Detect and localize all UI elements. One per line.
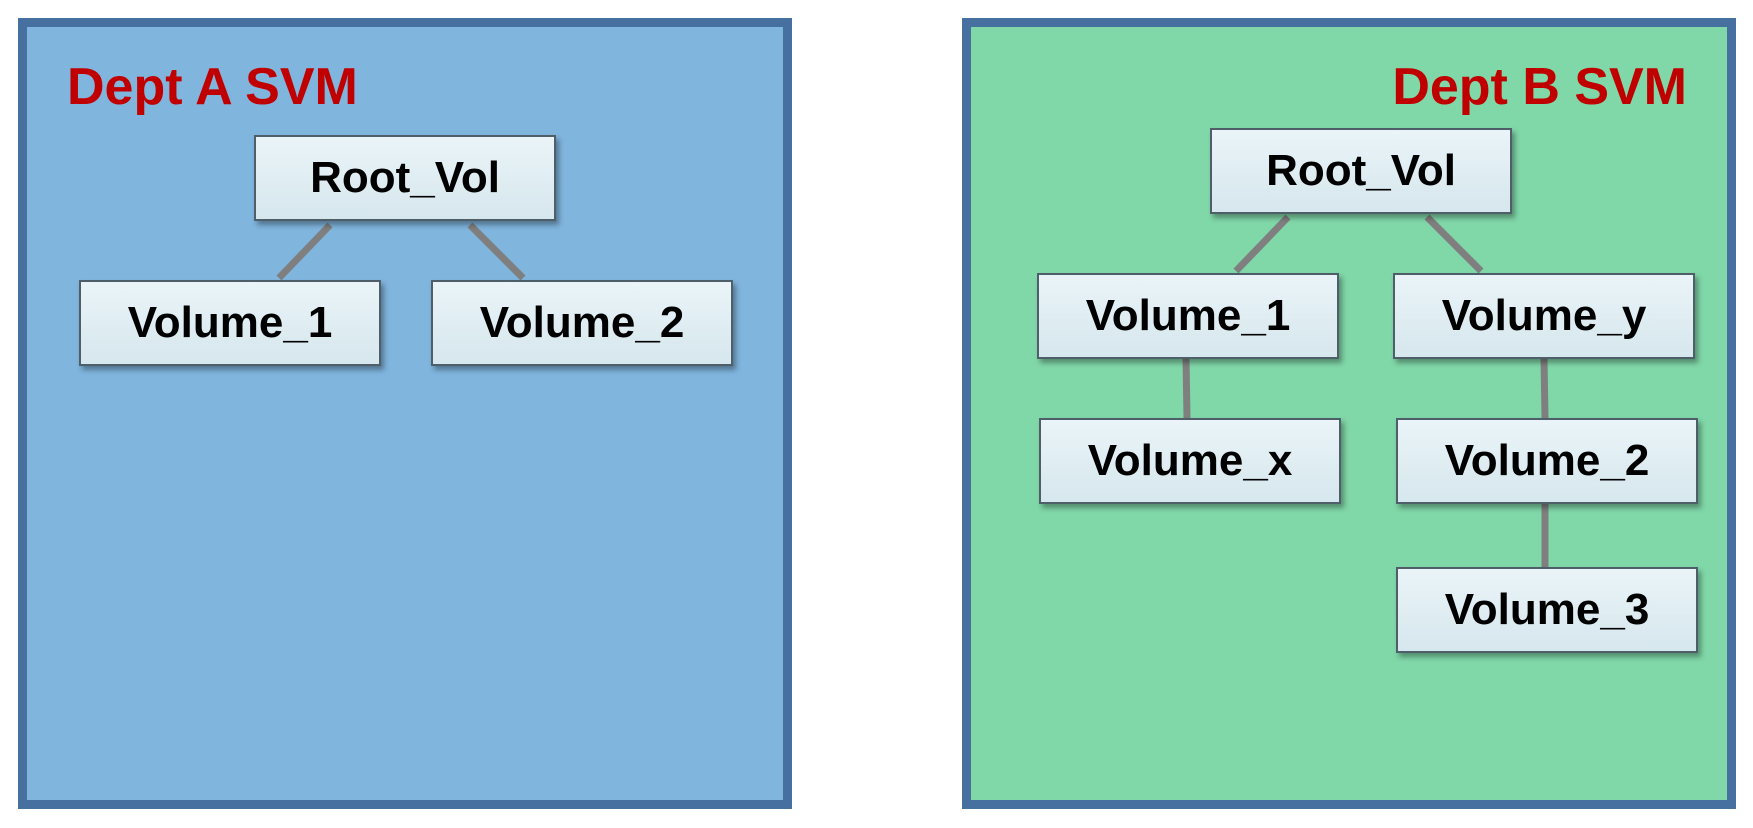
dept-b-volume-y-node: Volume_y [1393,273,1695,359]
dept-b-volume-2-node: Volume_2 [1396,418,1698,504]
dept-a-svm-title: Dept A SVM [67,58,358,116]
dept-a-volume-2-node: Volume_2 [431,280,733,366]
dept-b-volume-3-node: Volume_3 [1396,567,1698,653]
dept-b-root-vol-node: Root_Vol [1210,128,1512,214]
dept-a-root-vol-node: Root_Vol [254,135,556,221]
dept-b-svm-title: Dept B SVM [1392,58,1687,116]
dept-b-volume-1-node: Volume_1 [1037,273,1339,359]
dept-b-volume-x-node: Volume_x [1039,418,1341,504]
dept-a-volume-1-node: Volume_1 [79,280,381,366]
